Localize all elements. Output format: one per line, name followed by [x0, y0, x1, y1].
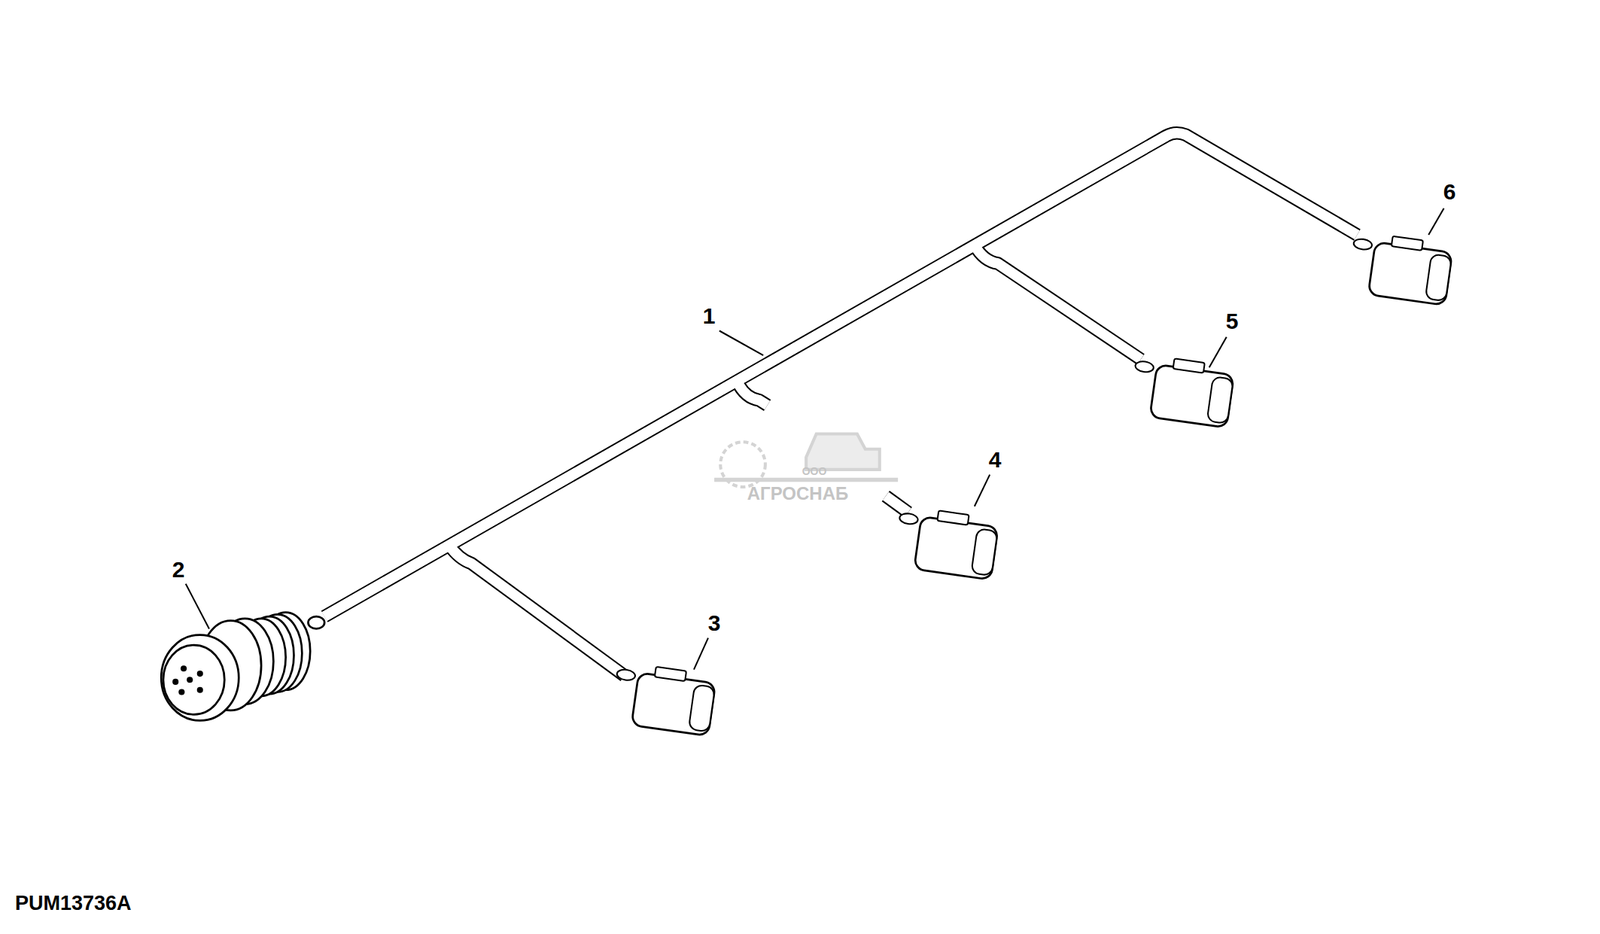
watermark-text: АГРОСНАБ [747, 483, 849, 505]
callout-number: 2 [172, 556, 186, 583]
figure-id: PUM13736A [15, 891, 132, 916]
callout-number: 5 [1225, 308, 1239, 335]
callout-number: 6 [1443, 179, 1457, 205]
callout-number: 4 [988, 447, 1002, 473]
watermark-text: ООО [802, 465, 828, 478]
callout-number: 3 [708, 610, 721, 636]
leader-lines [185, 208, 1445, 670]
harness-trunk [324, 133, 1357, 676]
connector-plugs [610, 231, 1454, 737]
watermark-logo [714, 433, 898, 487]
callout-number: 1 [702, 303, 716, 329]
bulkhead-connector [161, 612, 325, 721]
